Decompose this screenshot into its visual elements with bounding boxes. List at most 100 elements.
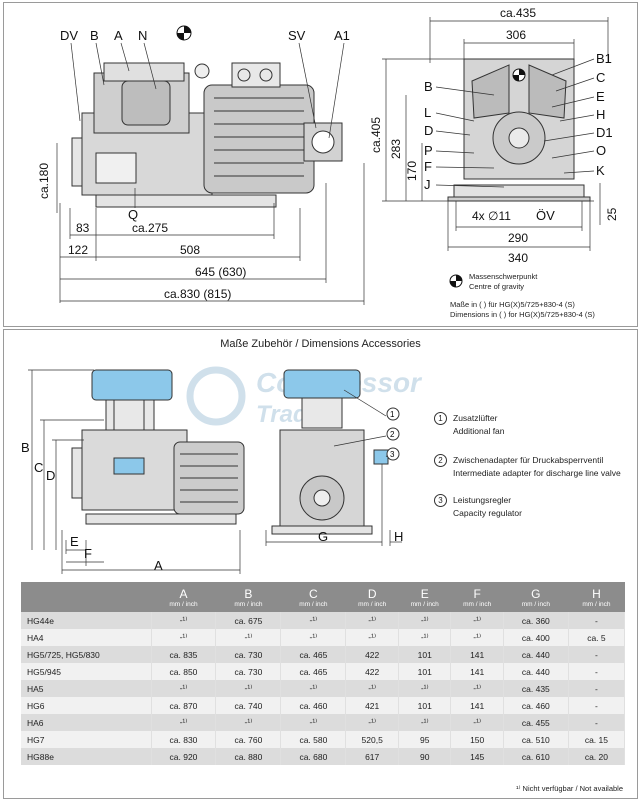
value-cell: -	[568, 714, 626, 731]
model-cell: HG88e	[21, 748, 152, 765]
accessories-title: Maße Zubehör / Dimensions Accessories	[220, 338, 421, 350]
acc-label-b: B	[21, 440, 30, 455]
label-n: N	[138, 28, 147, 43]
dim-83: 83	[76, 221, 90, 235]
model-cell: HG5/945	[21, 663, 152, 680]
accessories-drawing: Compressor Trade	[21, 366, 423, 574]
model-cell: HA5	[21, 680, 152, 697]
value-cell: 95	[398, 731, 452, 748]
label-dv: DV	[60, 28, 78, 43]
dim-ca180: ca.180	[37, 163, 51, 199]
value-cell: 101	[398, 663, 452, 680]
value-cell: ca. 465	[280, 646, 347, 663]
label-d1: D1	[596, 125, 613, 140]
value-cell: ca. 835	[151, 646, 217, 663]
dimension-drawing: DV B A N SV A1 Q ca.180 83	[37, 6, 619, 319]
value-cell: ca. 460	[503, 697, 569, 714]
value-cell: ca. 580	[280, 731, 347, 748]
value-cell: -¹⁾	[398, 629, 452, 646]
value-cell: -¹⁾	[345, 612, 399, 629]
value-cell: -¹⁾	[398, 612, 452, 629]
dim-ca435: ca.435	[500, 6, 536, 20]
dim-ca275: ca.275	[132, 221, 168, 235]
value-cell: -	[568, 646, 626, 663]
value-cell: -¹⁾	[215, 680, 282, 697]
dim-25: 25	[605, 207, 619, 221]
value-cell: ca. 680	[280, 748, 347, 765]
dimension-drawing-panel: DV B A N SV A1 Q ca.180 83	[3, 2, 638, 327]
acc-label-c: C	[34, 460, 43, 475]
value-cell: 101	[398, 646, 452, 663]
label-sv: SV	[288, 28, 306, 43]
accessory-side-view	[71, 369, 245, 525]
value-cell: -¹⁾	[215, 714, 282, 731]
value-cell: 90	[398, 748, 452, 765]
label-k: K	[596, 163, 605, 178]
table-row: HA5-¹⁾-¹⁾-¹⁾-¹⁾-¹⁾-¹⁾ca. 435-	[21, 680, 626, 697]
value-cell: -¹⁾	[345, 629, 399, 646]
model-cell: HA6	[21, 714, 152, 731]
value-cell: 141	[450, 646, 504, 663]
callout-2: 2	[386, 427, 400, 441]
svg-text:3: 3	[390, 450, 395, 459]
cog-subtitle: Centre of gravity	[469, 282, 524, 291]
cog-title: Massenschwerpunkt	[469, 272, 538, 281]
value-cell: -¹⁾	[345, 680, 399, 697]
table-row: HG44e-¹⁾ca. 675-¹⁾-¹⁾-¹⁾-¹⁾ca. 360-	[21, 612, 626, 629]
label-e: E	[596, 89, 605, 104]
value-cell: ca. 360	[503, 612, 569, 629]
label-j: J	[424, 177, 431, 192]
value-cell: ca. 440	[503, 646, 569, 663]
value-cell: ca. 5	[568, 629, 626, 646]
label-ov: ÖV	[536, 208, 555, 223]
cog-symbol-side	[176, 25, 192, 41]
acc-label-g: G	[318, 529, 328, 544]
value-cell: -	[568, 697, 626, 714]
compressor-side-view	[71, 62, 343, 208]
cog-symbol-front	[512, 68, 526, 82]
value-cell: ca. 850	[151, 663, 217, 680]
value-cell: -	[568, 612, 626, 629]
value-cell: ca. 435	[503, 680, 569, 697]
value-cell: 145	[450, 748, 504, 765]
value-cell: ca. 460	[280, 697, 347, 714]
dim-508: 508	[180, 243, 200, 257]
value-cell: 101	[398, 697, 452, 714]
acc-label-a: A	[154, 558, 163, 573]
value-cell: ca. 740	[215, 697, 282, 714]
note-de: Maße in ( ) für HG(X)5/725+830-4 (S)	[450, 300, 575, 309]
value-cell: ca. 20	[568, 748, 626, 765]
value-cell: 617	[345, 748, 399, 765]
dim-283: 283	[389, 139, 403, 159]
value-cell: -¹⁾	[151, 680, 217, 697]
acc-label-f: F	[84, 546, 92, 561]
dim-122: 122	[68, 243, 88, 257]
value-cell: 422	[345, 646, 399, 663]
table-body: HG44e-¹⁾ca. 675-¹⁾-¹⁾-¹⁾-¹⁾ca. 360-HA4-¹…	[21, 612, 626, 765]
value-cell: ca. 465	[280, 663, 347, 680]
model-cell: HG5/725, HG5/830	[21, 646, 152, 663]
accessory-front-view	[271, 369, 389, 535]
value-cell: -	[568, 663, 626, 680]
value-cell: -¹⁾	[345, 714, 399, 731]
accessories-panel: Maße Zubehör / Dimensions Accessories Co…	[3, 329, 638, 799]
callout-1: 1	[386, 407, 400, 421]
dim-340: 340	[508, 251, 528, 265]
value-cell: 422	[345, 663, 399, 680]
value-cell: ca. 610	[503, 748, 569, 765]
value-cell: -¹⁾	[450, 612, 504, 629]
value-cell: ca. 455	[503, 714, 569, 731]
value-cell: ca. 510	[503, 731, 569, 748]
value-cell: ca. 830	[151, 731, 217, 748]
value-cell: -	[568, 680, 626, 697]
label-l: L	[424, 105, 431, 120]
table-row: HA6-¹⁾-¹⁾-¹⁾-¹⁾-¹⁾-¹⁾ca. 455-	[21, 714, 626, 731]
